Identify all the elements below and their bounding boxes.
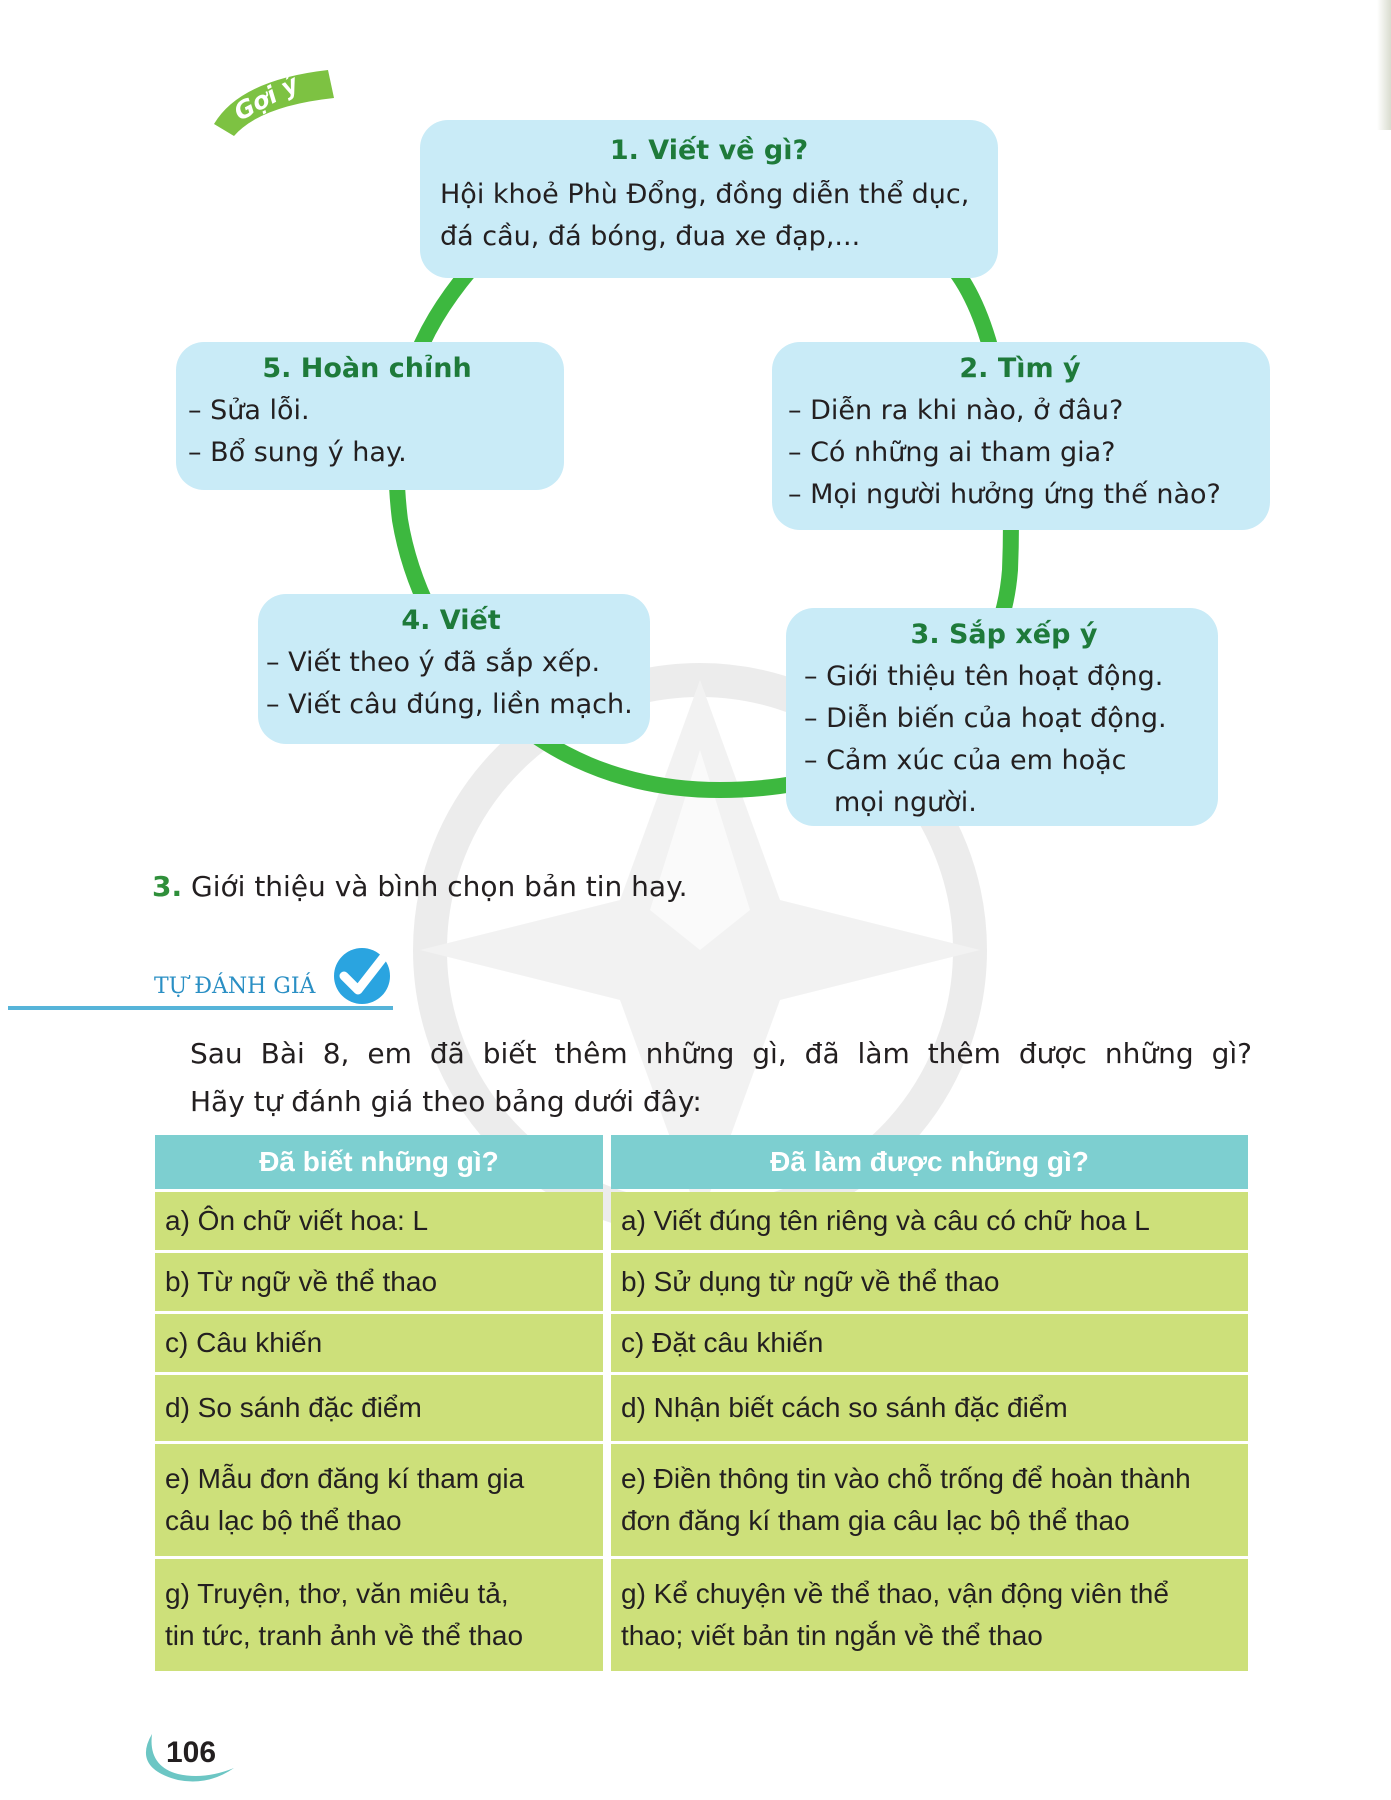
step-1-line: Hội khoẻ Phù Đổng, đồng diễn thể dục, — [440, 179, 970, 210]
intro-word: những — [645, 1037, 735, 1070]
step-2-line: – Diễn ra khi nào, ở đâu? — [788, 395, 1124, 426]
checkmark-icon — [334, 948, 391, 1004]
page-number: 106 — [138, 1728, 248, 1788]
intro-word: đã — [804, 1037, 840, 1070]
table-cell: d) So sánh đặc điểm — [155, 1375, 603, 1441]
step-2-bubble: 2. Tìm ý – Diễn ra khi nào, ở đâu? – Có … — [772, 342, 1270, 530]
table-cell: e) Mẫu đơn đăng kí tham gia câu lạc bộ t… — [155, 1444, 603, 1556]
cell-text: a) Ôn chữ viết hoa: L — [165, 1205, 429, 1236]
self-eval-table: Đã biết những gì? Đã làm được những gì? … — [155, 1135, 1248, 1671]
step-5-line: – Sửa lỗi. — [188, 395, 310, 426]
step-2-title: 2. Tìm ý — [959, 353, 1081, 384]
cell-text: tin tức, tranh ảnh về thể thao — [165, 1620, 524, 1651]
hint-tag-shape-icon — [214, 70, 334, 136]
intro-word: 8, — [322, 1037, 350, 1070]
table-cell: g) Kể chuyện về thể thao, vận động viên … — [611, 1559, 1248, 1671]
step-1-title: 1. Viết về gì? — [609, 135, 809, 166]
table-cell: a) Ôn chữ viết hoa: L — [155, 1192, 603, 1250]
step-4-line: – Viết câu đúng, liền mạch. — [266, 689, 633, 720]
table-cell: b) Sử dụng từ ngữ về thể thao — [611, 1253, 1248, 1311]
step-4-bubble: 4. Viết – Viết theo ý đã sắp xếp. – Viết… — [258, 594, 650, 744]
table-cell: d) Nhận biết cách so sánh đặc điểm — [611, 1375, 1248, 1441]
cell-text: d) Nhận biết cách so sánh đặc điểm — [621, 1392, 1068, 1423]
intro-word: thêm — [927, 1037, 1001, 1070]
step-3-line: – Diễn biến của hoạt động. — [804, 703, 1167, 734]
intro-word: đã — [429, 1037, 465, 1070]
step-3-line: mọi người. — [834, 787, 977, 818]
step-2-line: – Mọi người hưởng ứng thế nào? — [788, 479, 1221, 510]
cell-text: b) Từ ngữ về thể thao — [165, 1266, 438, 1297]
step-4-title: 4. Viết — [401, 605, 501, 636]
step-1-line: đá cầu, đá bóng, đua xe đạp,... — [440, 221, 861, 252]
intro-word: Bài — [260, 1037, 305, 1070]
page-number-text: 106 — [166, 1736, 217, 1769]
intro-word: thêm — [554, 1037, 628, 1070]
cell-text: g) Truyện, thơ, văn miêu tả, — [165, 1578, 509, 1609]
task-3-text: Giới thiệu và bình chọn bản tin hay. — [182, 870, 688, 903]
table-cell: g) Truyện, thơ, văn miêu tả, tin tức, tr… — [155, 1559, 603, 1671]
intro-word: những — [1104, 1037, 1194, 1070]
step-3-line: – Giới thiệu tên hoạt động. — [804, 661, 1164, 692]
cell-text: c) Câu khiến — [165, 1327, 323, 1358]
table-cell: c) Câu khiến — [155, 1314, 603, 1372]
step-5-line: – Bổ sung ý hay. — [188, 437, 407, 468]
self-eval-title: TỰ ĐÁNH GIÁ — [154, 974, 316, 999]
step-4-line: – Viết theo ý đã sắp xếp. — [266, 647, 601, 678]
step-2-line: – Có những ai tham gia? — [788, 437, 1116, 468]
step-3-line: – Cảm xúc của em hoặc — [804, 745, 1127, 776]
cell-text: thao; viết bản tin ngắn về thể thao — [621, 1620, 1043, 1651]
cell-text: d) So sánh đặc điểm — [165, 1392, 422, 1423]
cell-text: e) Điền thông tin vào chỗ trống để hoàn … — [621, 1463, 1191, 1494]
table-header: Đã biết những gì? — [155, 1135, 603, 1189]
step-5-bubble: 5. Hoàn chỉnh – Sửa lỗi. – Bổ sung ý hay… — [176, 342, 564, 490]
cell-text: đơn đăng kí tham gia câu lạc bộ thể thao — [621, 1505, 1130, 1536]
cell-text: g) Kể chuyện về thể thao, vận động viên … — [621, 1578, 1169, 1609]
task-3-number: 3. — [152, 870, 183, 903]
page-edge-shadow — [1377, 0, 1391, 130]
intro-word: em — [367, 1037, 412, 1070]
step-1-bubble: 1. Viết về gì? Hội khoẻ Phù Đổng, đồng d… — [420, 120, 998, 278]
cell-text: câu lạc bộ thể thao — [165, 1505, 402, 1536]
cell-text: c) Đặt câu khiến — [621, 1327, 824, 1358]
cell-text: a) Viết đúng tên riêng và câu có chữ hoa… — [621, 1205, 1150, 1236]
step-5-title: 5. Hoàn chỉnh — [262, 353, 472, 384]
table-cell: e) Điền thông tin vào chỗ trống để hoàn … — [611, 1444, 1248, 1556]
table-cell: b) Từ ngữ về thể thao — [155, 1253, 603, 1311]
table-header: Đã làm được những gì? — [611, 1135, 1248, 1189]
step-3-bubble: 3. Sắp xếp ý – Giới thiệu tên hoạt động.… — [786, 608, 1218, 826]
intro-word: gì, — [752, 1037, 787, 1070]
intro-word: được — [1018, 1037, 1087, 1070]
intro-word: làm — [857, 1037, 910, 1070]
table-cell: c) Đặt câu khiến — [611, 1314, 1248, 1372]
intro-word: gì? — [1211, 1037, 1252, 1070]
table-cell: a) Viết đúng tên riêng và câu có chữ hoa… — [611, 1192, 1248, 1250]
step-3-title: 3. Sắp xếp ý — [910, 619, 1098, 650]
intro-word: biết — [482, 1037, 537, 1070]
cell-text: b) Sử dụng từ ngữ về thể thao — [621, 1266, 1000, 1297]
self-eval-heading: TỰ ĐÁNH GIÁ — [8, 940, 393, 1012]
intro-word: Sau — [190, 1037, 243, 1070]
task-3: 3. Giới thiệu và bình chọn bản tin hay. — [152, 870, 688, 903]
heading-underline — [8, 1006, 393, 1010]
hint-tag: Gợi ý — [210, 62, 334, 136]
cell-text: e) Mẫu đơn đăng kí tham gia — [165, 1463, 525, 1494]
intro-line-2: Hãy tự đánh giá theo bảng dưới đây: — [190, 1085, 702, 1118]
